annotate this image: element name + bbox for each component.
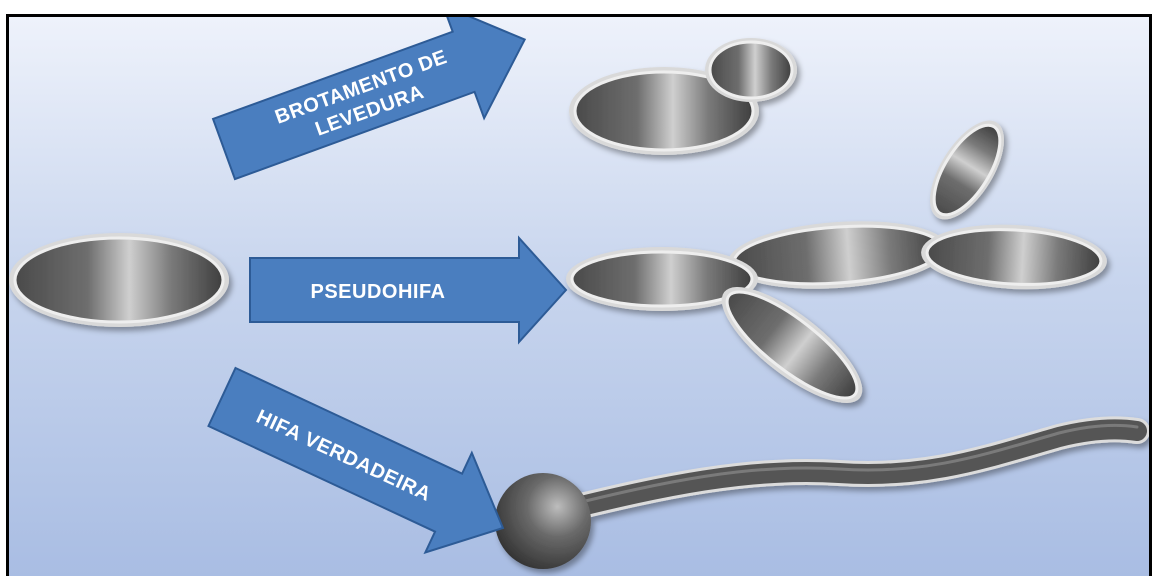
diagram-frame: BROTAMENTO DE LEVEDURA PSEUDOHIFA HIFA V… — [6, 14, 1152, 576]
arrow-true-hyphae: HIFA VERDADEIRA — [199, 347, 526, 576]
pseudohyphae-cells — [566, 109, 1109, 422]
arrow-pseudohyphae: PSEUDOHIFA — [250, 238, 566, 342]
fungal-morphology-diagram: BROTAMENTO DE LEVEDURA PSEUDOHIFA HIFA V… — [9, 17, 1149, 576]
true-hypha — [495, 425, 1137, 569]
budding-yeast-cell — [569, 38, 797, 155]
arrow-budding: BROTAMENTO DE LEVEDURA — [203, 17, 545, 205]
parent-yeast-cell — [9, 233, 229, 327]
label-pseudohyphae: PSEUDOHIFA — [310, 281, 445, 303]
